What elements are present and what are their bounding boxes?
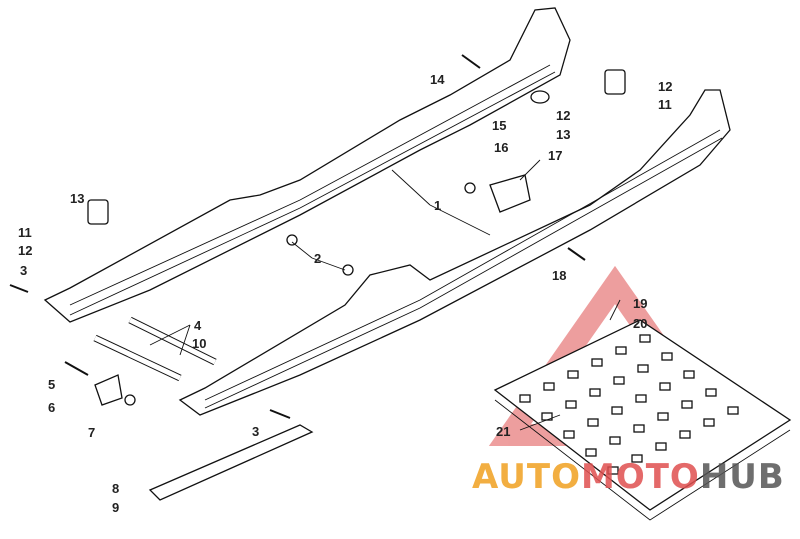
track-lug xyxy=(589,388,601,397)
track-lug xyxy=(661,352,673,361)
callout-5: 5 xyxy=(48,377,55,392)
callout-10: 10 xyxy=(192,336,206,351)
track-lug xyxy=(611,406,623,415)
callout-19: 19 xyxy=(633,296,647,311)
track-lug xyxy=(683,370,695,379)
track-lug xyxy=(607,466,619,475)
track-lug xyxy=(587,418,599,427)
track-lug xyxy=(659,382,671,391)
callout-3a: 3 xyxy=(20,263,27,278)
track-lug xyxy=(585,448,597,457)
callout-14: 14 xyxy=(430,72,445,87)
callout-15: 15 xyxy=(492,118,506,133)
track-lug xyxy=(633,424,645,433)
rail-right xyxy=(178,89,731,416)
track-lug xyxy=(679,430,691,439)
track-lug xyxy=(565,400,577,409)
watermark-hub: HUB xyxy=(700,457,785,497)
callout-11b: 11 xyxy=(658,97,672,112)
track-lug xyxy=(703,418,715,427)
track-lug xyxy=(609,436,621,445)
callout-7: 7 xyxy=(88,425,95,440)
slide xyxy=(148,424,314,501)
callout-4: 4 xyxy=(194,318,202,333)
callout-2: 2 xyxy=(314,251,321,266)
track-lug xyxy=(567,370,579,379)
track-lug xyxy=(639,334,651,343)
track-lug xyxy=(635,394,647,403)
callout-12a: 12 xyxy=(18,243,32,258)
callout-12c: 12 xyxy=(658,79,672,94)
callout-12b: 12 xyxy=(556,108,570,123)
track-lug xyxy=(615,346,627,355)
callout-1: 1 xyxy=(434,198,441,213)
callout-8: 8 xyxy=(112,481,119,496)
track-lug xyxy=(655,442,667,451)
callout-13b: 13 xyxy=(556,127,570,142)
track-lug xyxy=(563,430,575,439)
track-lug xyxy=(591,358,603,367)
callout-18: 18 xyxy=(552,268,566,283)
leader-lines xyxy=(149,159,621,431)
track-lug xyxy=(613,376,625,385)
watermark-moto: MOTO xyxy=(581,457,700,497)
cross-shafts xyxy=(93,316,217,382)
callout-17: 17 xyxy=(548,148,562,163)
callouts: 1 2 3 3 4 5 6 7 8 9 10 11 11 12 12 12 13… xyxy=(18,72,672,515)
callout-9: 9 xyxy=(112,500,119,515)
rail-left xyxy=(43,7,571,323)
callout-3b: 3 xyxy=(252,424,259,439)
track-lug xyxy=(631,454,643,463)
track-lug xyxy=(519,394,531,403)
callout-6: 6 xyxy=(48,400,55,415)
callout-11a: 11 xyxy=(18,225,32,240)
track-lug xyxy=(705,388,717,397)
track-lug xyxy=(657,412,669,421)
track-lug xyxy=(637,364,649,373)
hardware xyxy=(9,54,626,419)
callout-16: 16 xyxy=(494,140,508,155)
track xyxy=(493,319,792,521)
callout-20: 20 xyxy=(633,316,647,331)
svg-text:AUTOMOTOHUB: AUTOMOTOHUB xyxy=(472,457,785,497)
watermark-text: AUTOMOTOHUB xyxy=(472,457,785,497)
track-lug xyxy=(727,406,739,415)
callout-13a: 13 xyxy=(70,191,84,206)
callout-21: 21 xyxy=(496,424,510,439)
watermark-auto: AUTO xyxy=(472,457,581,497)
track-lug xyxy=(681,400,693,409)
track-lug xyxy=(543,382,555,391)
